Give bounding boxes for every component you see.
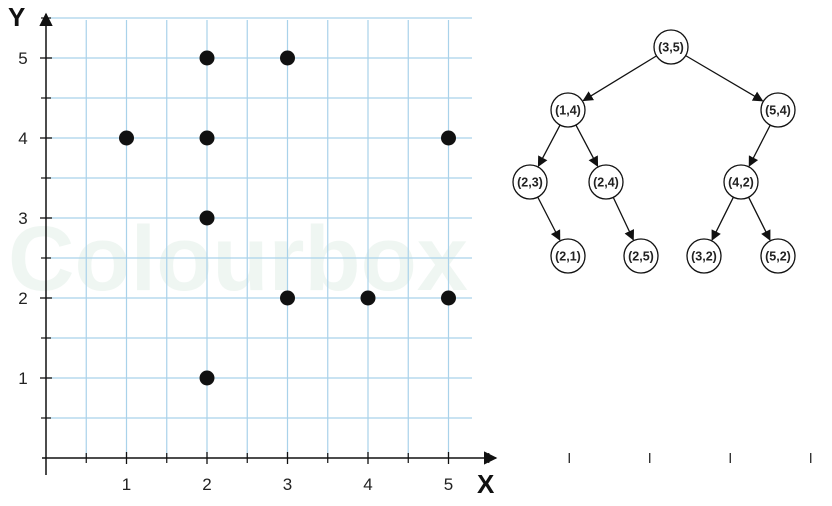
tree-node: (2,3): [512, 164, 548, 200]
data-point: [199, 210, 215, 226]
data-point: [280, 290, 295, 306]
tree-node-label: (2,3): [517, 176, 543, 190]
tree-node-circle: [686, 238, 722, 274]
plot-grid: [46, 17, 472, 458]
tree-node-circle: [623, 238, 659, 274]
y-tick-label: 3: [18, 209, 27, 228]
tree-node-label: (5,4): [765, 104, 791, 118]
tree-node-circle: [723, 164, 759, 200]
tree-edge-arrow: [685, 55, 764, 102]
tree-node: (2,5): [623, 238, 659, 274]
tree-node: (4,2): [723, 164, 759, 200]
y-tick-label: 4: [18, 129, 27, 148]
tree-node-label: (2,4): [593, 176, 619, 190]
y-axis-name: Y: [8, 2, 25, 32]
tree-edges: [537, 55, 771, 241]
data-point: [441, 290, 456, 306]
tree-edge-arrow: [537, 124, 561, 168]
x-tick-label: 5: [444, 475, 453, 494]
data-point: [441, 130, 456, 146]
tree-node: (2,4): [588, 164, 624, 200]
watermark: Colourbox: [8, 208, 468, 310]
tree-node-circle: [760, 92, 796, 128]
tree-node-circle: [760, 238, 796, 274]
y-tick-label: 5: [18, 49, 27, 68]
tree-node-label: (5,2): [765, 250, 791, 264]
axis-ticks: 1 2 3 4 5 1 2 3 4 5: [18, 17, 812, 494]
x-tick-label: 4: [363, 475, 372, 494]
tree-edge-arrow: [612, 197, 635, 241]
data-point: [199, 50, 215, 66]
tree-node-circle: [550, 238, 586, 274]
tree-node: (5,2): [760, 238, 796, 274]
x-tick-label: 1: [122, 475, 131, 494]
tree-node-label: (3,2): [691, 250, 717, 264]
tree-node-circle: [512, 164, 548, 200]
tree-edge-arrow: [711, 196, 734, 241]
x-tick-label: 2: [202, 475, 211, 494]
plot-axes: X Y: [8, 2, 498, 499]
tree-node-label: (4,2): [728, 176, 754, 190]
tree-node-circle: [653, 29, 689, 65]
tree-node-label: (1,4): [555, 104, 581, 118]
y-tick-label: 1: [18, 369, 27, 388]
data-point: [360, 290, 376, 306]
tree-node-label: (2,1): [555, 250, 581, 264]
tree-edge-arrow: [748, 196, 771, 241]
tree-node-label: (2,5): [628, 250, 654, 264]
tree-edge-arrow: [537, 196, 561, 241]
y-tick-label: 2: [18, 289, 27, 308]
tree-nodes: (3,5) (1,4) (5,4) (2,3) (2,4) (4,2) (2,1) (2,5)…: [512, 29, 796, 274]
x-axis-name: X: [477, 469, 495, 499]
tree-edge-arrow: [575, 124, 599, 168]
tree-node: (2,1): [550, 238, 586, 274]
tree-edge-arrow: [582, 55, 657, 102]
data-point: [199, 370, 215, 386]
tree-node: (3,5): [653, 29, 689, 65]
tree-node-label: (3,5): [658, 41, 684, 55]
tree-node: (3,2): [686, 238, 722, 274]
tree-node: (5,4): [760, 92, 796, 128]
scatter-points: [119, 50, 456, 386]
tree-node-circle: [588, 164, 624, 200]
tree-edge-arrow: [748, 124, 771, 167]
x-tick-label: 3: [283, 475, 292, 494]
tree-node-circle: [550, 92, 586, 128]
tree-node: (1,4): [550, 92, 586, 128]
data-point: [119, 130, 134, 146]
data-point: [280, 50, 295, 66]
data-point: [199, 130, 215, 146]
